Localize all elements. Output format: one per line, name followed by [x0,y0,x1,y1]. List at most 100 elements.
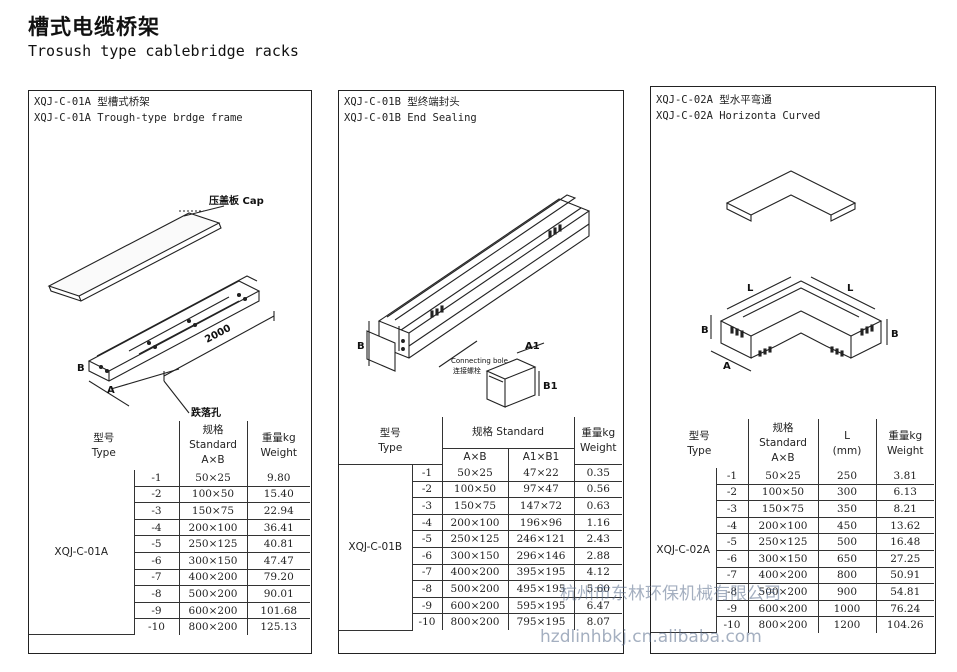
weight-cell: 9.80 [246,470,310,487]
suffix-cell: -8 [412,580,443,598]
l-header-label: L [844,429,850,442]
panel-caption-line1: XQJ-C-01B 型终端封头 [344,95,460,110]
l-cell: 650 [817,549,877,568]
weight-cell: 36.41 [246,518,310,537]
suffix-cell: -2 [716,483,749,502]
weight-header-zh: 重量kg [261,431,296,444]
weight-cell: 3.81 [875,468,934,485]
l-label-right: L [847,283,854,294]
l-cell: 1200 [817,616,877,633]
panel-trough-frame: XQJ-C-01A 型槽式桥架 XQJ-C-01A Trough-type br… [28,90,312,654]
suffix-cell: -8 [134,585,180,603]
model-cell: XQJ-C-02A [651,468,717,634]
suffix-cell: -4 [134,518,180,537]
dim2-cell: 595×195 [507,596,575,615]
dim-cell: 250×125 [747,533,819,551]
suffix-cell: -10 [412,613,443,631]
weight-cell: 6.13 [875,483,934,502]
dim-cell: 200×100 [747,516,819,535]
standard-header-dim: A×B [771,452,795,464]
length-label: 2000 [203,323,233,346]
weight-cell: 54.81 [875,583,934,601]
panel-caption-line2: XQJ-C-01A Trough-type brdge frame [34,112,243,124]
dim-cell: 400×200 [747,566,819,585]
weight-cell: 27.25 [875,549,934,568]
dim-cell: 600×200 [441,596,509,615]
weight-cell: 5.60 [573,580,623,598]
dim-cell: 250×125 [178,535,248,553]
dim-cell: 500×200 [747,583,819,601]
caption-zh: 型槽式桥架 [97,96,150,108]
weight-cell: 104.26 [875,616,934,633]
standard-header-zh: 规格 [202,424,224,436]
weight-header-en: Weight [579,441,617,454]
suffix-cell: -4 [716,516,749,535]
suffix-cell: -5 [412,530,443,549]
cap-label: 压盖板 Cap [209,194,264,207]
weight-cell: 8.21 [875,500,934,518]
suffix-cell: -10 [134,618,180,635]
standard-header: 规格 Standard [441,417,575,449]
weight-cell: 101.68 [246,601,310,620]
suffix-cell: -9 [134,601,180,620]
trough-frame-drawing: 压盖板 Cap 2000 跌落孔 A B [47,194,275,419]
suffix-cell: -7 [716,566,749,585]
panel-caption-line1: XQJ-C-02A 型水平弯通 [656,93,772,108]
dim-cell: 150×75 [178,502,248,520]
dim-cell: 200×100 [441,513,509,532]
dim-cell: 400×200 [441,563,509,582]
suffix-cell: -1 [715,468,749,485]
panel-horizontal-curved: XQJ-C-02A 型水平弯通 XQJ-C-02A Horizonta Curv… [650,86,936,654]
b-label: B [77,363,85,374]
dim-cell: 800×200 [747,616,819,633]
panel-caption-line2: XQJ-C-02A Horizonta Curved [656,110,821,122]
page-title-zh: 槽式电缆桥架 [28,15,160,39]
weight-cell: 15.40 [246,485,310,504]
panel-end-sealing: XQJ-C-01B 型终端封头 XQJ-C-01B End Sealing [338,90,624,654]
l-header: L (mm) [817,419,877,468]
standard-header-zh: 规格 [772,422,794,434]
dim-cell: 300×150 [747,549,819,568]
horizontal-curved-drawing: L L A B B [701,170,899,372]
suffix-cell: -1 [411,464,443,482]
type-header-en: Type [687,444,712,457]
standard-header-en: Standard [759,437,807,449]
dim-cell: 50×25 [178,470,248,487]
suffix-cell: -4 [412,513,443,532]
b-label: B [357,341,365,352]
l-header-unit: (mm) [832,444,862,457]
bolt-label-zh: 连接螺栓 [453,366,481,375]
l-label-left: L [747,283,754,294]
weight-cell: 16.48 [875,533,934,551]
l-cell: 350 [817,500,877,518]
weight-cell: 79.20 [246,568,310,587]
suffix-cell: -3 [134,502,180,520]
dim2-cell: 196×96 [507,513,575,532]
dim-cell: 200×100 [178,518,248,537]
suffix-cell: -10 [716,616,749,633]
caption-zh: 型水平弯通 [719,94,772,106]
suffix-cell: -6 [716,549,749,568]
dim-cell: 600×200 [747,599,819,618]
page-title-en: Trosush type cablebridge racks [28,42,299,60]
suffix-cell: -3 [716,500,749,518]
weight-cell: 2.88 [573,547,623,565]
panel-caption-line2: XQJ-C-01B End Sealing [344,112,477,124]
l-cell: 900 [817,583,877,601]
l-cell: 300 [817,483,877,502]
weight-cell: 50.91 [875,566,934,585]
weight-cell: 0.63 [573,497,623,515]
